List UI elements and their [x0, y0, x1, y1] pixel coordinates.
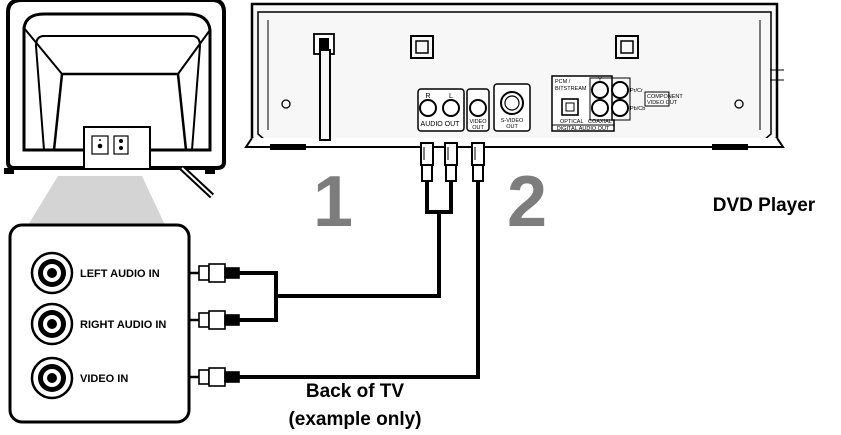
audio-l-label: L — [449, 93, 453, 100]
pcm-label-2: BITSTREAM — [555, 86, 587, 92]
video-out-label-2: OUT — [472, 125, 484, 131]
dvd-player-rear-panel: R L AUDIO OUT VIDEO OUT S-VIDEO OUT PCM … — [244, 2, 785, 150]
plug-left-audio — [190, 263, 240, 283]
audio-r-label: R — [425, 93, 430, 100]
video-in-label: VIDEO IN — [80, 373, 128, 385]
component-label-1: COMPONENT — [647, 94, 683, 100]
right-audio-in-label: RIGHT AUDIO IN — [80, 319, 166, 331]
coaxial-label: COAXIAL — [588, 119, 612, 125]
pr-cr-label: Pr/Cr — [630, 88, 643, 94]
tv-side-plugs — [190, 263, 240, 387]
step-number-1: 1 — [313, 162, 353, 242]
digital-audio-out-label: DIGITAL AUDIO OUT — [557, 126, 610, 132]
caption-back-of-tv: Back of TV — [306, 381, 405, 402]
svideo-label-1: S-VIDEO — [501, 118, 524, 124]
tv-rear-illustration — [4, 0, 226, 199]
svideo-label-2: OUT — [506, 124, 518, 130]
pcm-label-1: PCM / — [555, 79, 571, 85]
audio-video-cables — [238, 142, 485, 379]
video-out-label-1: VIDEO — [469, 119, 487, 125]
step-number-2: 2 — [507, 162, 547, 242]
video-in-jack — [30, 356, 74, 400]
y-label: Y — [598, 77, 602, 83]
audio-out-label: AUDIO OUT — [421, 121, 461, 128]
right-audio-in-jack — [30, 302, 74, 346]
component-label-2: VIDEO OUT — [647, 100, 678, 106]
plug-video — [190, 367, 240, 387]
dvd-player-title: DVD Player — [713, 195, 816, 216]
plug-right-audio — [190, 310, 240, 330]
zoom-cone-shadow — [28, 176, 165, 225]
left-audio-in-jack — [30, 251, 74, 295]
optical-label: OPTICAL — [560, 119, 584, 125]
caption-example-only: (example only) — [288, 409, 421, 430]
tv-jack-panel: LEFT AUDIO IN RIGHT AUDIO IN VIDEO IN — [8, 223, 191, 424]
pb-cb-label: Pb/Cb — [630, 106, 645, 112]
left-audio-in-label: LEFT AUDIO IN — [80, 268, 160, 280]
